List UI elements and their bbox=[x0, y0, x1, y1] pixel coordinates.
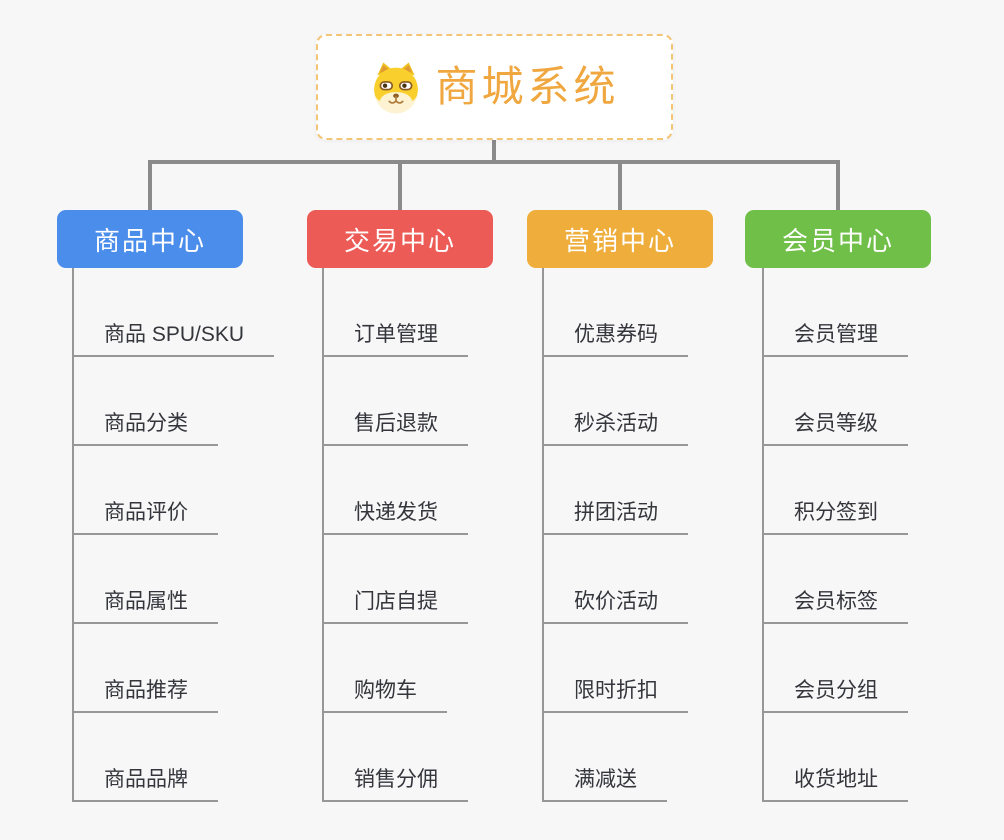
leaf-label[interactable]: 收货地址 bbox=[762, 767, 908, 802]
connector-drop-member bbox=[836, 160, 840, 212]
leaf-label[interactable]: 商品属性 bbox=[72, 589, 218, 624]
branch-node-product-center[interactable]: 商品中心 bbox=[57, 210, 243, 268]
leaf-node: 收货地址 bbox=[762, 713, 1004, 802]
leaf-label[interactable]: 限时折扣 bbox=[542, 678, 688, 713]
leaf-node: 门店自提 bbox=[322, 535, 572, 624]
leaf-label[interactable]: 商品分类 bbox=[72, 411, 218, 446]
leaf-label[interactable]: 售后退款 bbox=[322, 411, 468, 446]
leaf-node: 商品属性 bbox=[72, 535, 322, 624]
leaf-label[interactable]: 积分签到 bbox=[762, 500, 908, 535]
connector-root-stem bbox=[492, 138, 496, 162]
leaf-node: 会员等级 bbox=[762, 357, 1004, 446]
branch-rail bbox=[322, 268, 324, 800]
connector-drop-marketing bbox=[618, 160, 622, 212]
branch-rail bbox=[542, 268, 544, 800]
leaf-node: 售后退款 bbox=[322, 357, 572, 446]
leaf-label[interactable]: 订单管理 bbox=[322, 322, 468, 357]
leaf-label[interactable]: 会员等级 bbox=[762, 411, 908, 446]
leaf-label[interactable]: 拼团活动 bbox=[542, 500, 688, 535]
branch-children-member-center: 会员管理 会员等级 积分签到 会员标签 会员分组 收货地址 bbox=[762, 268, 1004, 802]
leaf-label[interactable]: 商品 SPU/SKU bbox=[72, 322, 275, 357]
leaf-label[interactable]: 砍价活动 bbox=[542, 589, 688, 624]
branch-rail bbox=[72, 268, 74, 800]
dog-face-icon bbox=[374, 62, 419, 114]
leaf-label[interactable]: 优惠券码 bbox=[542, 322, 688, 357]
connector-trunk bbox=[148, 160, 840, 164]
leaf-node: 会员分组 bbox=[762, 624, 1004, 713]
leaf-node: 商品评价 bbox=[72, 446, 322, 535]
leaf-node: 商品 SPU/SKU bbox=[72, 268, 322, 357]
leaf-node: 购物车 bbox=[322, 624, 572, 713]
leaf-label[interactable]: 商品评价 bbox=[72, 500, 218, 535]
leaf-label[interactable]: 会员标签 bbox=[762, 589, 908, 624]
leaf-node: 销售分佣 bbox=[322, 713, 572, 802]
leaf-node: 会员管理 bbox=[762, 268, 1004, 357]
root-title: 商城系统 bbox=[435, 63, 620, 110]
leaf-node: 积分签到 bbox=[762, 446, 1004, 535]
leaf-node: 拼团活动 bbox=[542, 446, 792, 535]
leaf-label[interactable]: 会员分组 bbox=[762, 678, 908, 713]
leaf-node: 限时折扣 bbox=[542, 624, 792, 713]
leaf-label[interactable]: 购物车 bbox=[322, 678, 447, 713]
leaf-node: 优惠券码 bbox=[542, 268, 792, 357]
root-node[interactable]: 商城系统 bbox=[316, 34, 673, 140]
leaf-node: 订单管理 bbox=[322, 268, 572, 357]
leaf-node: 会员标签 bbox=[762, 535, 1004, 624]
leaf-label[interactable]: 销售分佣 bbox=[322, 767, 468, 802]
branch-rail bbox=[762, 268, 764, 800]
branch-children-trade-center: 订单管理 售后退款 快递发货 门店自提 购物车 销售分佣 bbox=[322, 268, 572, 802]
leaf-label[interactable]: 会员管理 bbox=[762, 322, 908, 357]
leaf-node: 商品分类 bbox=[72, 357, 322, 446]
leaf-label[interactable]: 门店自提 bbox=[322, 589, 468, 624]
leaf-node: 快递发货 bbox=[322, 446, 572, 535]
leaf-label[interactable]: 商品推荐 bbox=[72, 678, 218, 713]
connector-drop-trade bbox=[398, 160, 402, 212]
branch-children-product-center: 商品 SPU/SKU 商品分类 商品评价 商品属性 商品推荐 商品品牌 bbox=[72, 268, 322, 802]
leaf-node: 砍价活动 bbox=[542, 535, 792, 624]
branch-node-marketing-center[interactable]: 营销中心 bbox=[527, 210, 713, 268]
leaf-label[interactable]: 商品品牌 bbox=[72, 767, 218, 802]
leaf-node: 满减送 bbox=[542, 713, 792, 802]
branch-node-member-center[interactable]: 会员中心 bbox=[745, 210, 931, 268]
leaf-label[interactable]: 快递发货 bbox=[322, 500, 468, 535]
branch-node-trade-center[interactable]: 交易中心 bbox=[307, 210, 493, 268]
leaf-label[interactable]: 满减送 bbox=[542, 767, 667, 802]
leaf-node: 商品品牌 bbox=[72, 713, 322, 802]
leaf-node: 秒杀活动 bbox=[542, 357, 792, 446]
leaf-node: 商品推荐 bbox=[72, 624, 322, 713]
connector-drop-product bbox=[148, 160, 152, 212]
branch-children-marketing-center: 优惠券码 秒杀活动 拼团活动 砍价活动 限时折扣 满减送 bbox=[542, 268, 792, 802]
leaf-label[interactable]: 秒杀活动 bbox=[542, 411, 688, 446]
